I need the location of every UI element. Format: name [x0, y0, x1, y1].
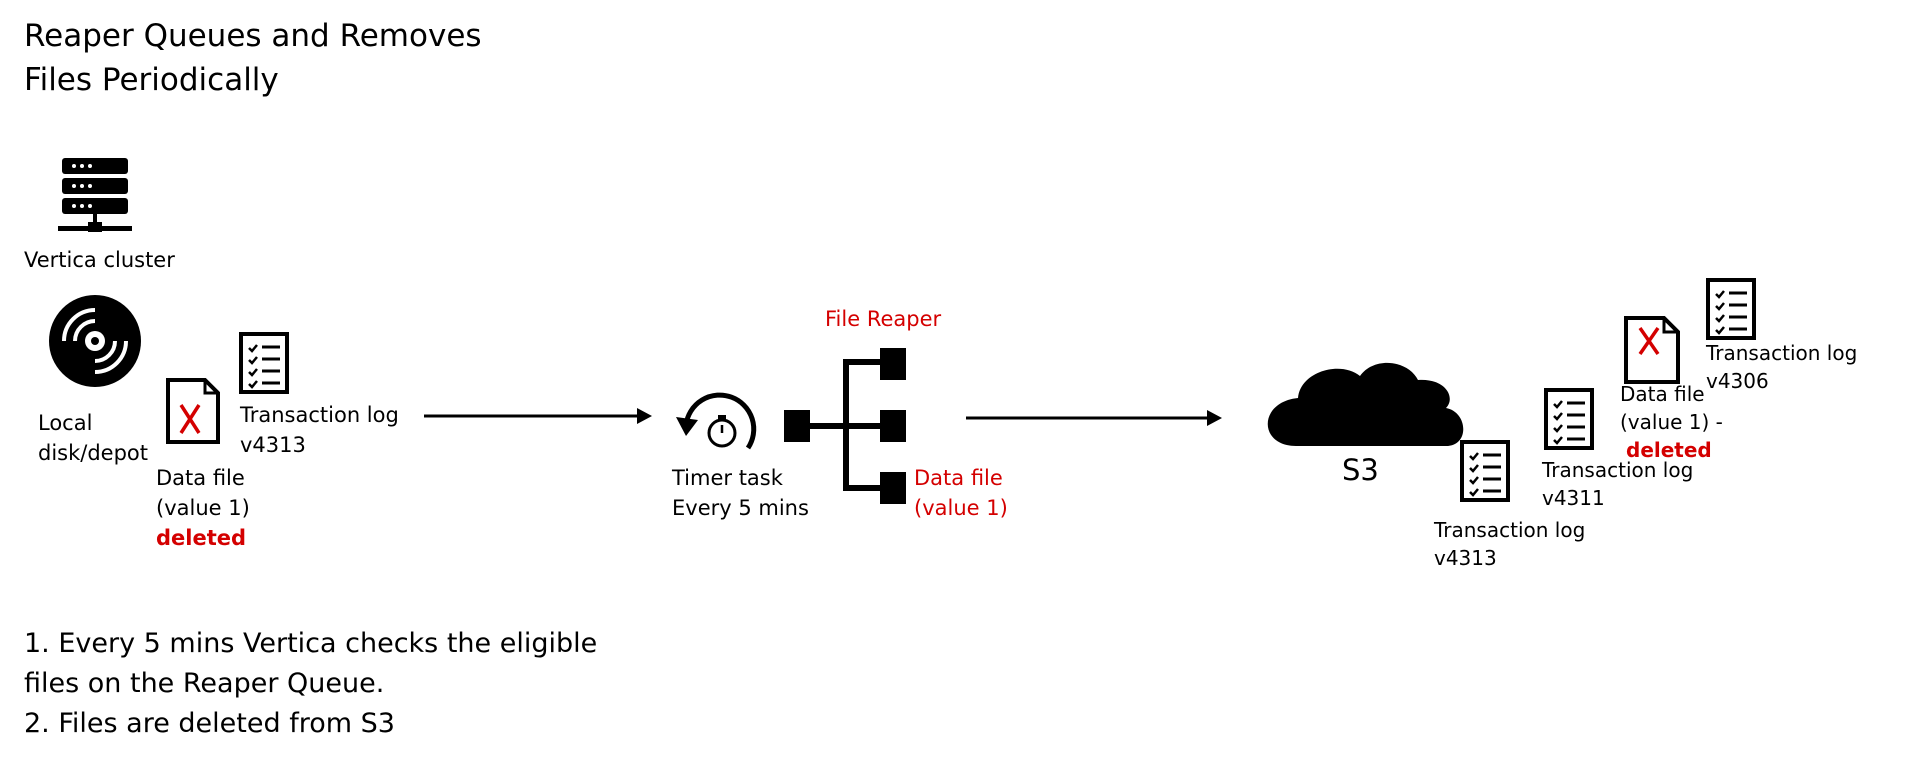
- cloud-icon: [1267, 362, 1464, 446]
- s3-txlog-b-label: Transaction log v4311: [1542, 458, 1694, 510]
- cluster-label: Vertica cluster: [24, 248, 175, 272]
- timer-label: Timer task Every 5 mins: [672, 466, 809, 520]
- deleted-file-icon-s3: [1624, 316, 1680, 384]
- local-txlog-label: Transaction log v4313: [240, 403, 399, 457]
- arrow-to-s3: [966, 410, 1222, 426]
- reaper-title: File Reaper: [825, 307, 942, 331]
- s3-txlog-c-label: Transaction log v4306: [1706, 341, 1858, 393]
- deleted-file-icon: [166, 378, 220, 444]
- server-icon: [58, 158, 132, 232]
- timer-icon: [676, 392, 757, 450]
- disk-icon: [49, 295, 141, 387]
- s3-txlog-a-label: Transaction log v4313: [1434, 518, 1586, 570]
- queue-tree-icon: [784, 348, 906, 504]
- s3-label: S3: [1342, 453, 1379, 487]
- deleted-status: deleted: [156, 526, 247, 550]
- local-disk-label: Local disk/depot: [38, 411, 149, 465]
- notes: 1. Every 5 mins Vertica checks the eligi…: [24, 628, 598, 739]
- checklist-icon-s3-a: [1460, 440, 1510, 502]
- s3-data-file-label: Data file (value 1) - deleted: [1620, 382, 1723, 462]
- reaper-item-label: Data file (value 1): [914, 466, 1008, 520]
- checklist-icon-s3-c: [1706, 278, 1756, 340]
- checklist-icon: [239, 332, 289, 394]
- checklist-icon-s3-b: [1544, 388, 1594, 450]
- s3-deleted-status: deleted: [1626, 438, 1712, 462]
- page-title: Reaper Queues and Removes Files Periodic…: [24, 18, 482, 98]
- local-data-file-label: Data file (value 1) deleted: [156, 463, 250, 553]
- arrow-to-timer: [424, 408, 652, 424]
